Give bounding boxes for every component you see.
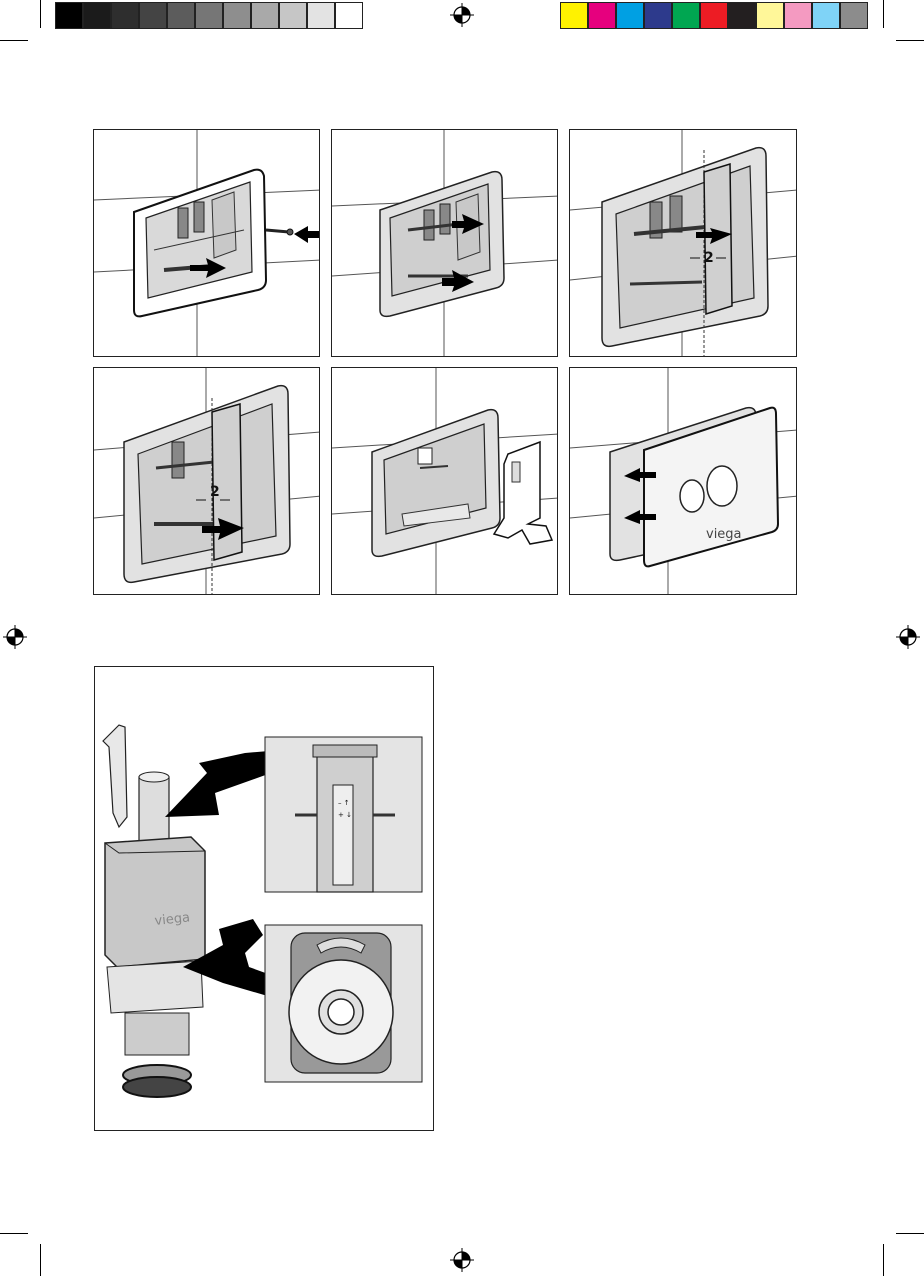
gray-swatch <box>111 2 139 29</box>
gray-swatch <box>335 2 363 29</box>
instruction-panel-2 <box>331 129 558 357</box>
instruction-panel-3: 2 <box>569 129 797 357</box>
gray-swatch <box>55 2 83 29</box>
gray-swatch <box>195 2 223 29</box>
gray-swatch <box>139 2 167 29</box>
dimension-label: 2 <box>704 250 714 266</box>
gray-swatch <box>307 2 335 29</box>
process-color-swatch <box>812 2 840 29</box>
instruction-panel-4: 2 <box>93 367 320 595</box>
registration-mark-right <box>896 625 920 649</box>
process-color-swatch <box>784 2 812 29</box>
registration-mark-bottom <box>450 1248 474 1272</box>
process-color-swatch <box>840 2 868 29</box>
process-color-swatch <box>560 2 588 29</box>
process-color-swatch <box>588 2 616 29</box>
instruction-panel-6: viega <box>569 367 797 595</box>
gray-swatch <box>83 2 111 29</box>
process-color-swatch <box>700 2 728 29</box>
process-color-swatch <box>728 2 756 29</box>
scale-mark-minus: – ↑ <box>338 799 350 807</box>
process-color-swatch <box>756 2 784 29</box>
brand-logo: viega <box>706 527 742 542</box>
valve-detail-panel: viega – ↑ + ↓ <box>94 666 434 1131</box>
dimension-label: 2 <box>210 484 220 500</box>
instruction-panel-5 <box>331 367 558 595</box>
gray-swatch <box>279 2 307 29</box>
process-color-swatch <box>672 2 700 29</box>
gray-swatch <box>167 2 195 29</box>
process-color-swatch <box>644 2 672 29</box>
scale-mark-plus: + ↓ <box>338 811 352 819</box>
process-color-swatch <box>616 2 644 29</box>
gray-swatch <box>251 2 279 29</box>
registration-mark-top <box>450 3 474 27</box>
registration-mark-left <box>3 625 27 649</box>
instruction-panel-1 <box>93 129 320 357</box>
gray-swatch <box>223 2 251 29</box>
